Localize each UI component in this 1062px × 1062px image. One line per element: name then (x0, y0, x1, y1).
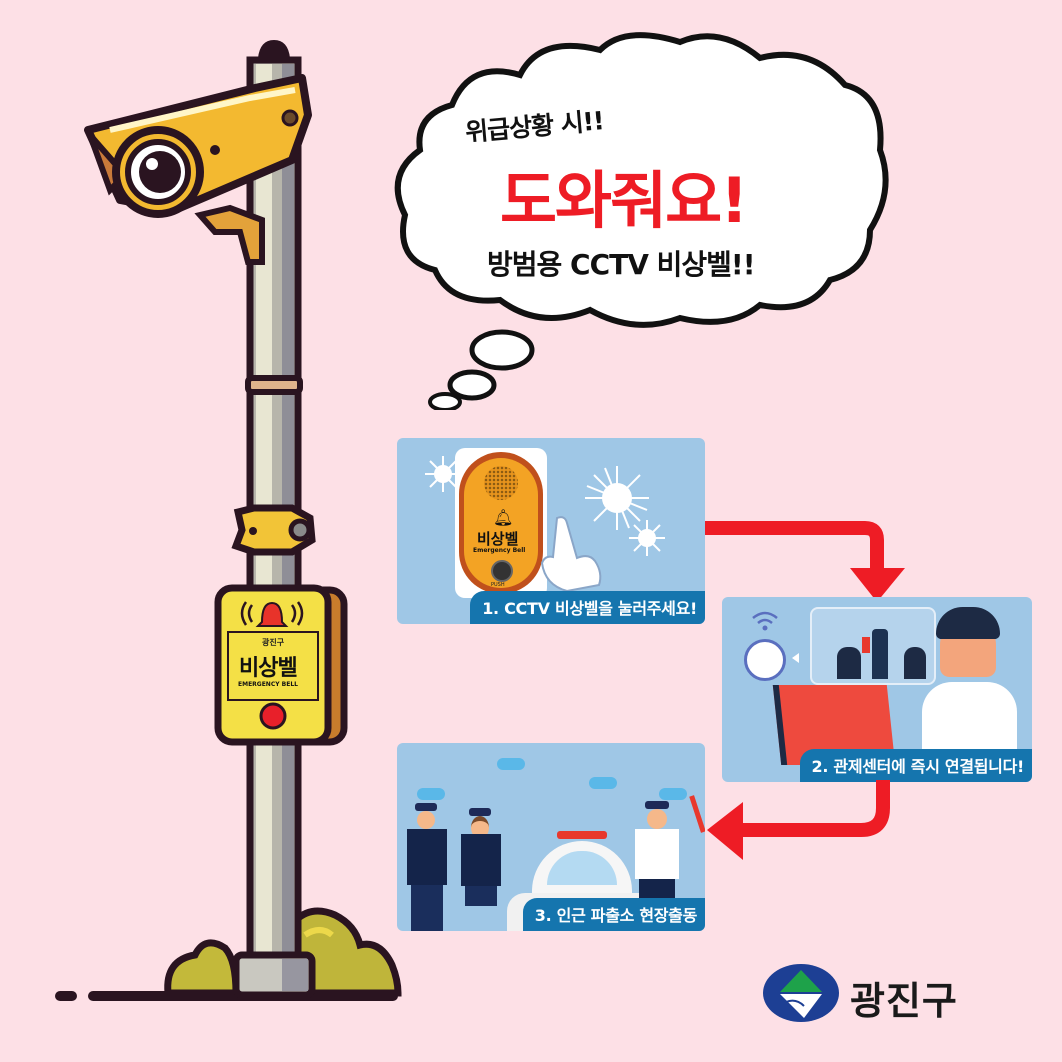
bell-box-sublabel: EMERGENCY BELL (238, 681, 298, 688)
cloud-line-cctv-bell: 방범용 CCTV 비상벨!! (487, 248, 755, 281)
bell-icon: 🔔︎ (493, 508, 514, 527)
step-2-caption: 2. 관제센터에 즉시 연결됩니다! (799, 749, 1032, 782)
speaker-grille (484, 466, 518, 500)
emergency-bell-device: 🔔︎ 비상벨 Emergency Bell PUSH (455, 448, 547, 598)
police-officer-figure (461, 808, 501, 931)
cloud-headline-help: 도와줘요! (500, 164, 748, 237)
push-button (491, 560, 513, 582)
pointing-hand-icon (540, 516, 602, 593)
cloud-icon (589, 777, 617, 789)
joystick-icon (744, 639, 786, 681)
bell-box-brand: 광진구 (262, 638, 285, 647)
cloud-icon (497, 758, 525, 770)
sparkle-icon (629, 520, 665, 556)
bell-box-label: 비상벨 (239, 656, 298, 681)
cctv-camera-icon (84, 74, 312, 265)
operator-figure (936, 607, 1000, 677)
step-1-panel: 🔔︎ 비상벨 Emergency Bell PUSH 1. CCTV 비상벨을 … (397, 438, 705, 624)
device-label: 비상벨 (477, 530, 519, 548)
cloud-icon (417, 788, 445, 800)
police-officer-figure (407, 803, 447, 931)
gwangjin-gu-logo-text: 광진구 (850, 979, 958, 1023)
cctv-pole-illustration (55, 40, 402, 1001)
step-3-panel: 3. 인근 파출소 현장출동 (397, 743, 705, 931)
arrow-down-icon (705, 521, 905, 600)
thought-cloud (394, 32, 889, 410)
play-arrow-icon (792, 653, 799, 663)
pole-bell-box (214, 584, 348, 746)
device-sublabel: Emergency Bell (473, 547, 526, 554)
cctv-monitor-view (810, 607, 936, 685)
device-push-label: PUSH (491, 582, 505, 588)
step-1-caption: 1. CCTV 비상벨을 눌러주세요! (470, 591, 705, 624)
sparkle-icon (585, 466, 649, 530)
traffic-baton (689, 795, 705, 833)
gwangjin-gu-emblem-icon (763, 964, 839, 1022)
wifi-icon (752, 611, 778, 631)
step-3-caption: 3. 인근 파출소 현장출동 (522, 898, 705, 931)
step-2-panel: 2. 관제센터에 즉시 연결됩니다! (722, 597, 1032, 782)
cloud-icon (659, 788, 687, 800)
arrow-left-icon (707, 780, 890, 860)
pole-clamp (231, 504, 316, 556)
